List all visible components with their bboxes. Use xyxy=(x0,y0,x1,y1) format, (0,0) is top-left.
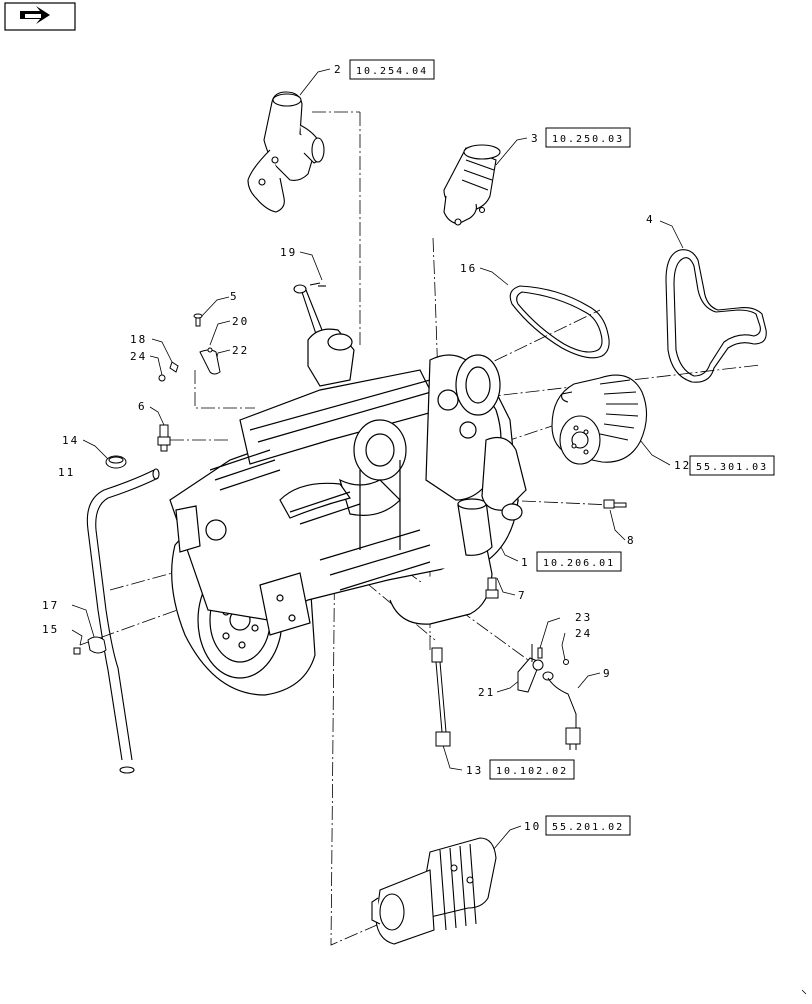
part-hose-clamp xyxy=(105,455,127,469)
part-breather-tube xyxy=(86,468,160,774)
callout-22: 22 xyxy=(232,344,249,357)
callout-4: 4 xyxy=(646,213,655,226)
engine-assembly xyxy=(169,328,527,696)
callout-17: 17 xyxy=(42,599,59,612)
callout-12: 12 xyxy=(674,459,691,472)
ref-code: 10.250.03 xyxy=(552,134,624,145)
callout-6: 6 xyxy=(138,400,147,413)
callout-1: 1 xyxy=(521,556,530,569)
callout-9: 9 xyxy=(603,667,612,680)
part-tube-clip xyxy=(73,636,107,655)
ref-box-55-201-02[interactable]: 55.201.02 xyxy=(545,815,631,836)
callout-18: 18 xyxy=(130,333,147,346)
part-fasteners-top xyxy=(158,313,221,382)
part-wire-harness xyxy=(542,671,581,750)
part-sensor xyxy=(157,424,171,452)
callout-16: 16 xyxy=(460,262,477,275)
part-alternator xyxy=(551,374,648,465)
part-drain-plug xyxy=(485,577,499,599)
callout-11: 11 xyxy=(58,466,75,479)
ref-code: 55.201.02 xyxy=(552,822,624,833)
part-drive-belt xyxy=(665,249,767,383)
part-small-belt xyxy=(509,285,610,359)
callout-7: 7 xyxy=(518,589,527,602)
callout-13: 13 xyxy=(466,764,483,777)
part-pressure-sender xyxy=(603,499,627,509)
callout-21: 21 xyxy=(478,686,495,699)
ref-code: 10.254.04 xyxy=(356,66,428,77)
arrow-right-icon xyxy=(20,6,50,24)
ref-box-55-301-03[interactable]: 55.301.03 xyxy=(689,455,775,476)
part-bracket xyxy=(517,644,544,693)
part-starter-motor xyxy=(371,837,497,945)
reference-boxes: 10.254.04 10.250.03 55.301.03 10.206.01 … xyxy=(349,59,775,836)
callout-14: 14 xyxy=(62,434,79,447)
callout-24b: 24 xyxy=(575,627,592,640)
callout-2: 2 xyxy=(334,63,343,76)
ref-box-10-206-01[interactable]: 10.206.01 xyxy=(536,551,622,572)
callout-19: 19 xyxy=(280,246,297,259)
ref-box-10-254-04[interactable]: 10.254.04 xyxy=(349,59,435,80)
nav-button[interactable] xyxy=(4,2,76,31)
corner-mark xyxy=(801,989,807,995)
callout-24a: 24 xyxy=(130,350,147,363)
part-small-bolts xyxy=(537,647,569,665)
ref-box-10-250-03[interactable]: 10.250.03 xyxy=(545,127,631,148)
callout-3: 3 xyxy=(531,132,540,145)
ref-code: 10.206.01 xyxy=(543,558,615,569)
part-thermostat-housing xyxy=(443,144,501,226)
callout-5: 5 xyxy=(230,290,239,303)
part-upper-hose xyxy=(247,91,325,213)
callout-20: 20 xyxy=(232,315,249,328)
callout-23: 23 xyxy=(575,611,592,624)
callout-15: 15 xyxy=(42,623,59,636)
ref-code: 55.301.03 xyxy=(696,462,768,473)
ref-box-10-102-02[interactable]: 10.102.02 xyxy=(489,759,575,780)
callout-8: 8 xyxy=(627,534,636,547)
ref-code: 10.102.02 xyxy=(496,766,568,777)
callout-leaders xyxy=(71,68,684,851)
callout-10: 10 xyxy=(524,820,541,833)
part-connector-harness xyxy=(431,647,451,747)
callout-labels: 1 2 3 4 5 6 7 8 9 10 11 12 13 14 15 16 1… xyxy=(42,63,691,833)
